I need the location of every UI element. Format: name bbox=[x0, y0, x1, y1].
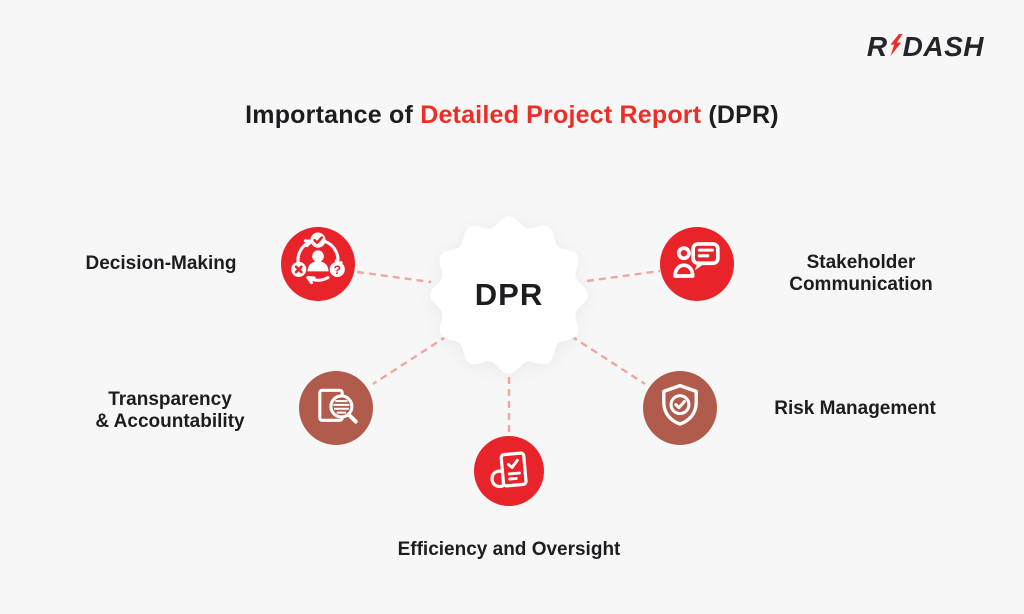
logo-text-dash: DASH bbox=[902, 31, 984, 62]
page-title: Importance of Detailed Project Report (D… bbox=[0, 101, 1024, 130]
dpr-center-node: DPR bbox=[429, 215, 589, 375]
logo-text-r: R bbox=[866, 31, 888, 62]
node-decision-making: ? bbox=[281, 227, 355, 301]
report-check-icon bbox=[490, 451, 528, 489]
connector-line bbox=[586, 269, 661, 283]
svg-text:?: ? bbox=[334, 263, 342, 277]
document-magnifier-icon bbox=[318, 388, 358, 424]
node-label-risk-management: Risk Management bbox=[774, 398, 936, 419]
title-suffix: (DPR) bbox=[701, 101, 779, 129]
person-chat-icon bbox=[673, 242, 720, 278]
decision-cycle-icon: ? bbox=[291, 232, 345, 285]
node-label-transparency-accountability: Transparency& Accountability bbox=[95, 389, 245, 432]
node-efficiency-oversight bbox=[474, 436, 544, 506]
dpr-label: DPR bbox=[474, 277, 544, 312]
scalloped-blob-shape bbox=[430, 216, 588, 374]
node-label-decision-making: Decision-Making bbox=[85, 253, 237, 274]
node-label-efficiency-oversight: Efficiency and Oversight bbox=[397, 539, 621, 560]
title-prefix: Importance of bbox=[245, 101, 421, 129]
node-stakeholder-communication bbox=[660, 227, 734, 301]
shield-check-icon bbox=[662, 383, 698, 426]
lightning-bolt-icon bbox=[890, 34, 903, 56]
title-highlight: Detailed Project Report bbox=[420, 101, 702, 129]
connector-line bbox=[356, 270, 432, 284]
node-transparency-accountability bbox=[299, 371, 373, 445]
rdash-logo: R DASH bbox=[867, 31, 984, 63]
node-risk-management bbox=[643, 371, 717, 445]
